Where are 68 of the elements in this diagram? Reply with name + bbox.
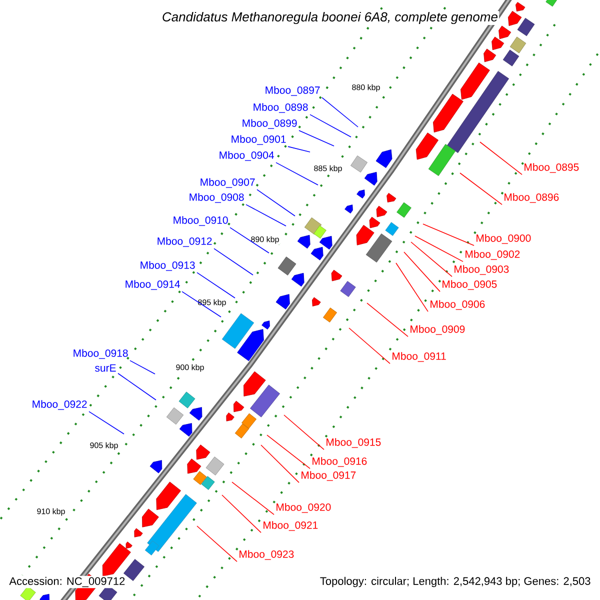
gene-label: Mboo_0895 [524,163,579,173]
gene-label: Mboo_0914 [126,280,180,290]
leader-line [288,146,310,152]
leader-line [414,236,464,262]
gene-label: Mboo_0896 [504,193,559,203]
gene-label: Mboo_0911 [392,352,446,362]
leader-line [196,526,238,562]
gene-label: Mboo_0902 [466,250,520,260]
accession-label: Accession: NC_009712 [8,576,126,588]
leader-line [276,162,318,186]
position-label: 880 kbp [350,83,382,93]
position-label: 890 kbp [250,235,280,245]
leader-line [260,444,300,483]
leader-line [284,414,324,450]
leader-line [310,114,352,138]
position-label: 905 kbp [88,441,120,451]
gene-label: Mboo_0916 [312,457,367,467]
gene-label: Mboo_0917 [302,471,356,481]
leader-line [348,328,390,364]
gene-label: Mboo_0910 [174,216,228,226]
leader-line [130,360,156,374]
leader-line [422,224,474,246]
leader-line [230,227,270,254]
gene-label: Mboo_0901 [232,135,286,145]
leader-line [246,204,286,226]
gene-label: Mboo_0922 [32,400,87,410]
gene-label: Mboo_0906 [430,300,485,310]
title: Candidatus Methanoregula boonei 6A8, complete genome [160,10,500,26]
position-label: 910 kbp [36,507,66,517]
gene-label: Mboo_0920 [276,503,331,513]
leader-line [410,242,452,277]
gene-label: Mboo_0900 [476,234,531,244]
leader-line [266,434,310,469]
leader-line [88,411,124,434]
gene-label: Mboo_0921 [264,521,318,531]
leader-line [222,494,262,533]
gene-label: Mboo_0898 [254,103,308,113]
position-label: 895 kbp [196,298,228,308]
leader-line [396,262,428,312]
leader-line [322,97,358,128]
leader-line [404,252,440,292]
gene-label: Mboo_0915 [326,438,381,448]
leader-line [298,130,334,146]
leader-line [366,302,408,337]
position-label: 900 kbp [174,363,206,373]
leader-line [214,248,254,276]
leader-line [256,189,296,216]
gene-label: Mboo_0918 [74,349,128,359]
gene-label: Mboo_0904 [220,151,274,161]
gene-label: Mboo_0899 [242,119,297,129]
gene-label: surE [95,364,116,372]
gene-label: Mboo_0907 [200,178,255,188]
leader-line [196,272,236,298]
gene-label: Mboo_0923 [240,550,294,560]
leader-line [232,482,274,515]
gene-label: Mboo_0897 [266,86,320,96]
leader-line [460,172,502,205]
leader-line [118,372,156,400]
gene-label: Mboo_0903 [454,265,509,275]
leader-line [182,291,222,318]
genome-info-label: Topology: circular; Length: 2,542,943 bp; Genes: 2,503 [318,576,592,588]
position-label: 885 kbp [312,164,344,174]
gene-label: Mboo_0909 [410,325,465,335]
leader-line [480,142,522,175]
gene-label: Mboo_0913 [140,261,195,271]
gene-label: Mboo_0912 [158,237,212,247]
gene-label: Mboo_0908 [190,193,244,203]
gene-label: Mboo_0905 [442,280,497,290]
